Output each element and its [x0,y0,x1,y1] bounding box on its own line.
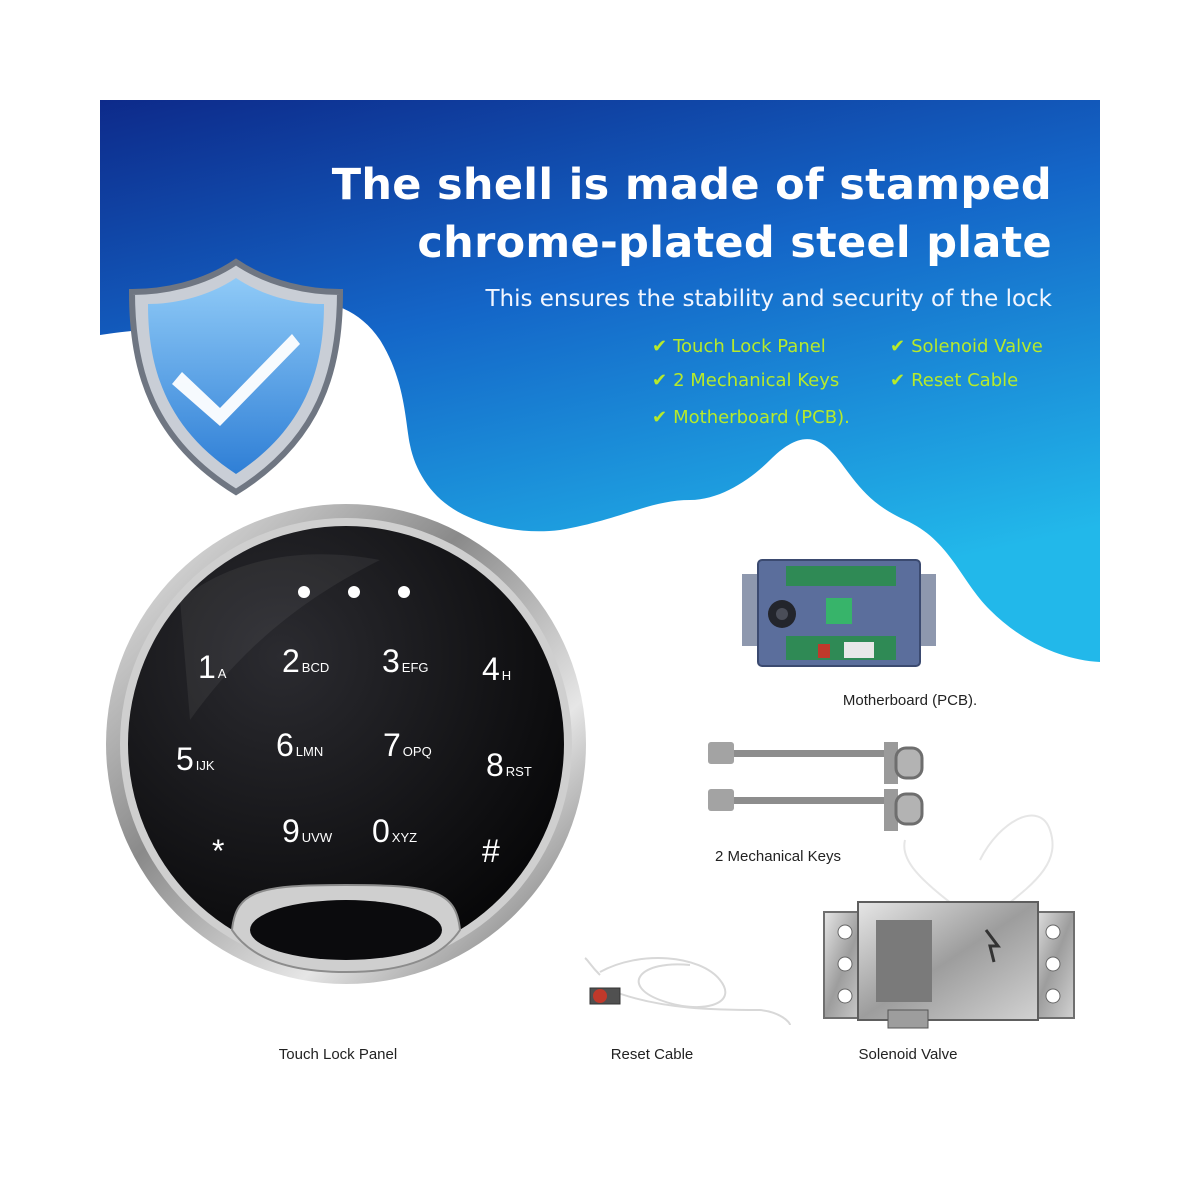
feature-item: ✔Reset Cable [890,370,1018,391]
keypad-key-digit: 9 [282,813,300,849]
keypad-key-letters: A [218,666,227,681]
keypad-key: # [482,833,500,869]
feature-item: ✔Touch Lock Panel [652,336,826,357]
keypad-key-letters: LMN [296,744,323,759]
keypad-key-digit: 0 [372,813,390,849]
check-icon: ✔ [890,336,906,357]
keypad-key-letters: RST [506,764,532,779]
feature-item: ✔2 Mechanical Keys [652,370,839,391]
check-icon: ✔ [652,407,668,428]
keypad-key-letters: BCD [302,660,329,675]
keypad-key-digit: 2 [282,643,300,679]
keypad-key-letters: EFG [402,660,429,675]
feature-label: Motherboard (PCB). [673,407,850,428]
check-icon: ✔ [652,370,668,391]
check-icon: ✔ [652,336,668,357]
keypad-key-letters: OPQ [403,744,432,759]
keypad-key-digit: 8 [486,747,504,783]
keypad-key-letters: IJK [196,758,215,773]
keypad-key-digit: 4 [482,651,500,687]
check-icon: ✔ [890,370,906,391]
headline-line-2: chrome-plated steel plate [417,218,1052,268]
solenoid-valve-image [823,814,1075,1029]
mechanical-keys-image [708,742,924,831]
keypad-key: * [212,833,224,869]
feature-item: ✔Solenoid Valve [890,336,1043,357]
keypad-key-digit: 5 [176,741,194,777]
keypad-key-letters: H [502,668,511,683]
feature-label: 2 Mechanical Keys [673,370,840,391]
shield-check-icon [128,258,344,496]
caption-motherboard: Motherboard (PCB). [842,692,978,709]
keypad-key-digit: * [212,833,224,869]
feature-label: Solenoid Valve [911,336,1043,357]
headline-line-1: The shell is made of stamped [331,160,1052,210]
headline-subtitle: This ensures the stability and security … [485,286,1052,312]
feature-item: ✔Motherboard (PCB). [652,407,850,428]
keypad-key-letters: UVW [302,830,333,845]
feature-label: Touch Lock Panel [673,336,826,357]
caption-solenoid-valve: Solenoid Valve [858,1046,958,1063]
keypad-key-digit: 3 [382,643,400,679]
keypad-key-digit: 7 [383,727,401,763]
keypad-key-digit: 1 [198,649,216,685]
feature-label: Reset Cable [911,370,1019,391]
keypad-key-digit: 6 [276,727,294,763]
motherboard-image [742,559,936,667]
caption-mechanical-keys: 2 Mechanical Keys [715,848,841,865]
blue-banner [100,100,1100,662]
keypad-key-digit: # [482,833,500,869]
keypad-key-letters: XYZ [392,830,417,845]
touch-lock-panel-image [106,504,586,984]
caption-touch-lock-panel: Touch Lock Panel [278,1046,398,1063]
caption-reset-cable: Reset Cable [610,1046,694,1063]
reset-cable-image [584,957,791,1026]
